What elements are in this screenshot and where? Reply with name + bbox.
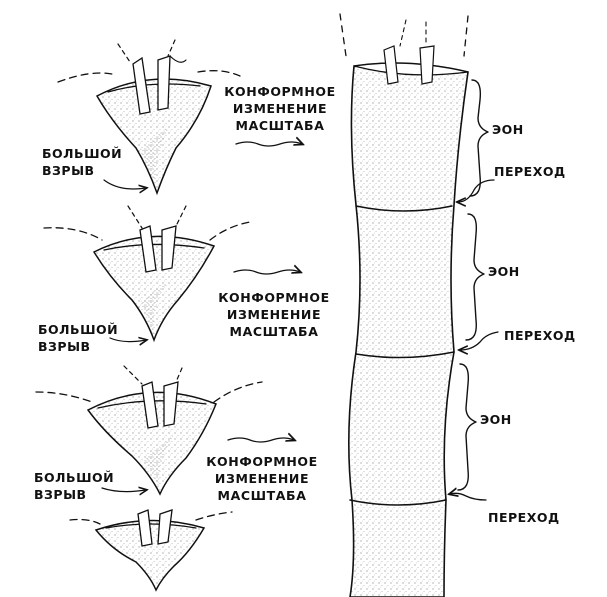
aeon-label-2: ЭОН [488, 264, 520, 279]
funnel-4 [69, 509, 233, 592]
rescaling-label-2: КОНФОРМНОЕ ИЗМЕНЕНИЕ МАСШТАБА [218, 290, 330, 339]
funnel-3 [35, 365, 263, 496]
rescaling-label-1: КОНФОРМНОЕ ИЗМЕНЕНИЕ МАСШТАБА [224, 84, 336, 133]
big-bang-label-1: БОЛЬШОЙ ВЗРЫВ [42, 146, 122, 178]
aeon-tube [339, 13, 469, 597]
aeon-braces [457, 79, 489, 491]
tube-body [348, 62, 469, 597]
rescaling-line-1: КОНФОРМНОЕ [206, 454, 318, 469]
transition-band-2 [355, 351, 455, 359]
big-bang-line-1: БОЛЬШОЙ [42, 146, 122, 161]
big-bang-line-1: БОЛЬШОЙ [34, 470, 114, 485]
funnel-2 [43, 205, 251, 342]
transition-band-3 [349, 499, 447, 506]
big-bang-label-2: БОЛЬШОЙ ВЗРЫВ [38, 322, 118, 354]
rescaling-arrows [227, 142, 302, 443]
rescaling-line-3: МАСШТАБА [218, 488, 307, 503]
rescaling-line-3: МАСШТАБА [236, 118, 325, 133]
aeon-brace-1 [469, 79, 489, 197]
rescaling-line-2: ИЗМЕНЕНИЕ [233, 101, 327, 116]
transition-label-2: ПЕРЕХОД [504, 328, 576, 343]
rescaling-line-1: КОНФОРМНОЕ [218, 290, 330, 305]
rescaling-label-3: КОНФОРМНОЕ ИЗМЕНЕНИЕ МАСШТАБА [206, 454, 318, 503]
aeon-brace-2 [465, 213, 485, 341]
transition-arrows [450, 179, 499, 501]
aeon-brace-3 [457, 363, 477, 491]
transition-label-3: ПЕРЕХОД [488, 510, 560, 525]
rescaling-line-2: ИЗМЕНЕНИЕ [215, 471, 309, 486]
rescaling-line-3: МАСШТАБА [230, 324, 319, 339]
big-bang-line-2: ВЗРЫВ [34, 487, 87, 502]
transition-band-1 [355, 205, 453, 212]
big-bang-line-1: БОЛЬШОЙ [38, 322, 118, 337]
big-bang-label-3: БОЛЬШОЙ ВЗРЫВ [34, 470, 114, 502]
funnel-1 [57, 39, 241, 196]
aeon-label-1: ЭОН [492, 122, 524, 137]
transition-label-1: ПЕРЕХОД [494, 164, 566, 179]
aeon-label-3: ЭОН [480, 412, 512, 427]
big-bang-line-2: ВЗРЫВ [42, 163, 95, 178]
rescaling-line-1: КОНФОРМНОЕ [224, 84, 336, 99]
rescaling-line-2: ИЗМЕНЕНИЕ [227, 307, 321, 322]
big-bang-line-2: ВЗРЫВ [38, 339, 91, 354]
